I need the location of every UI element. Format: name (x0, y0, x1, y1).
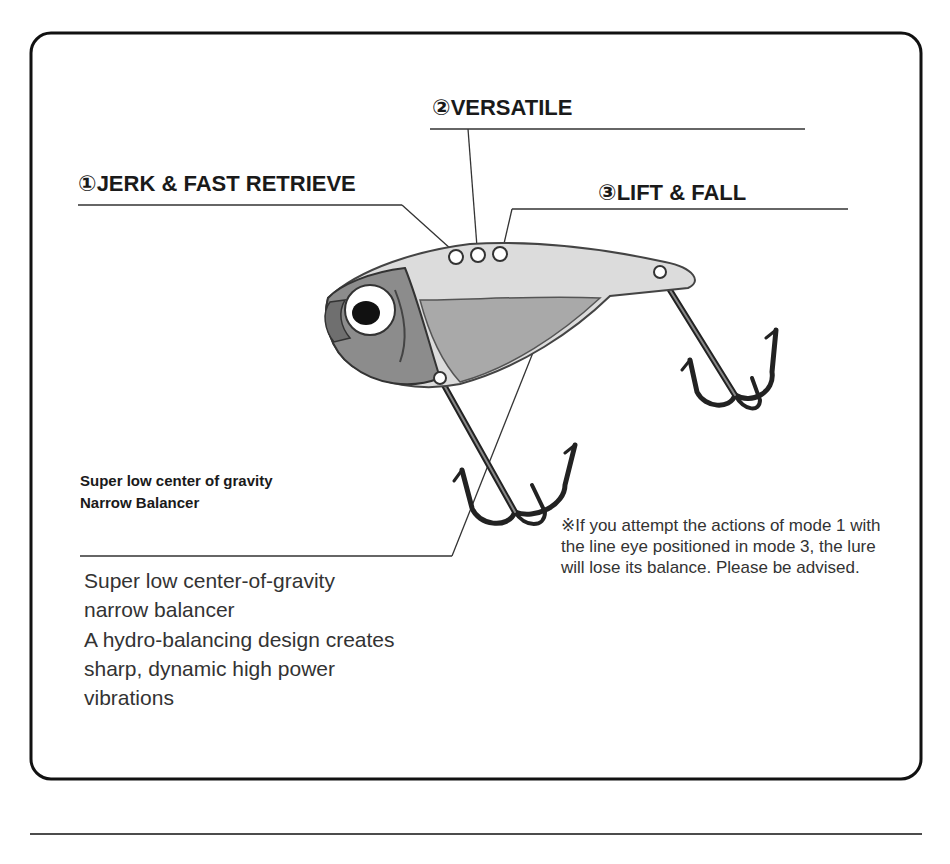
caution-note: ※If you attempt the actions of mode 1 wi… (561, 515, 886, 578)
feature-heading: Super low center-of-gravity narrow balan… (84, 566, 404, 624)
mode-label: ②VERSATILE (432, 95, 812, 121)
lure-body (326, 243, 695, 387)
pupil (352, 301, 380, 325)
feature-description: A hydro-balancing design creates sharp, … (84, 625, 404, 712)
gill-line (395, 290, 405, 362)
part-name: Super low center of gravity Narrow Balan… (80, 470, 295, 514)
mode-label: ①JERK & FAST RETRIEVE (78, 171, 408, 197)
rear-treble-hook (660, 274, 776, 408)
mode-label: ③LIFT & FALL (598, 180, 848, 206)
front-treble-hook (440, 378, 575, 524)
leader-lines (78, 129, 848, 556)
line-eye-holes (449, 247, 507, 264)
eye (345, 285, 395, 335)
rule (30, 833, 922, 835)
frame (31, 33, 921, 779)
belly-balancer (420, 297, 600, 382)
split-ring-eyes (434, 266, 666, 384)
